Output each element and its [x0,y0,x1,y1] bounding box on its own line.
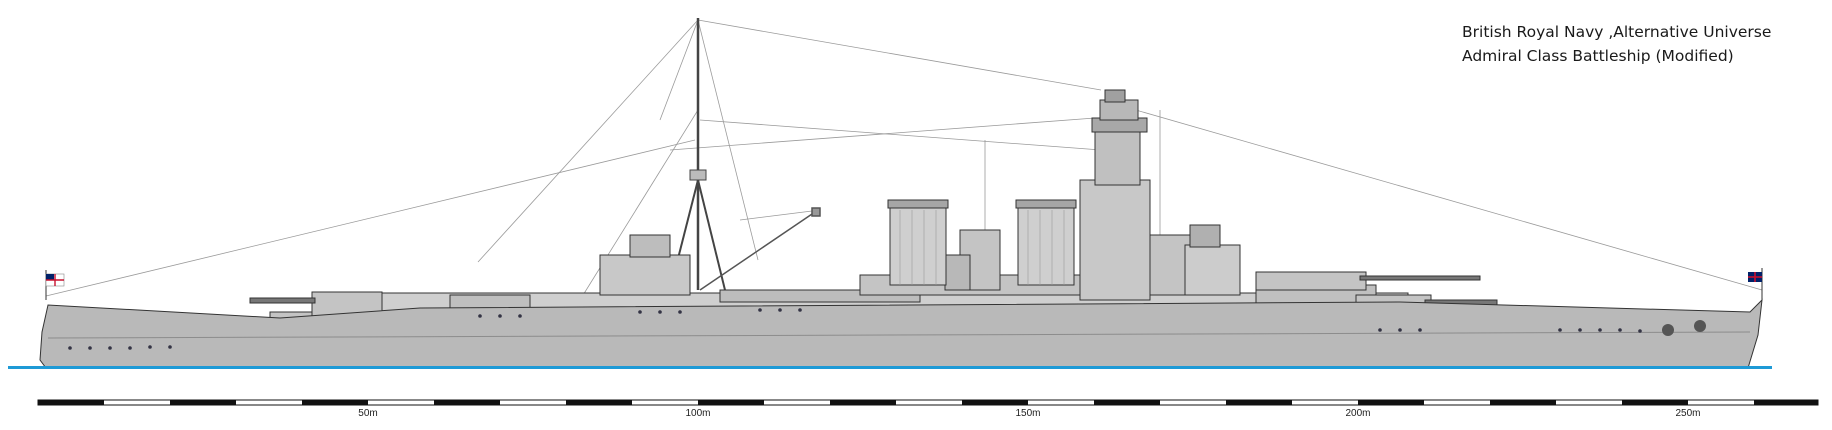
rigging [45,19,1763,301]
boat-derrick [699,207,821,291]
anchors [1662,320,1706,336]
scale-bar [37,399,1819,406]
title-block: British Royal Navy ,Alternative Universe… [1462,20,1771,68]
scale-label-200m: 200m [1345,408,1371,419]
main-mast [669,18,726,291]
hull [39,298,1763,369]
scale-label-150m: 150m [1015,408,1041,419]
scale-label-250m: 250m [1675,408,1701,419]
portholes [68,308,1642,350]
waterline [8,366,1772,369]
hull-belt-line [47,331,1751,339]
scale-label-50m: 50m [358,408,378,419]
stern-ensign-flag [45,270,65,300]
title-line-1: British Royal Navy ,Alternative Universe [1462,23,1772,41]
scale-label-100m: 100m [685,408,711,419]
funnels [887,199,1077,286]
title-line-2: Admiral Class Battleship (Modified) [1462,47,1734,65]
bow-jack-flag [1748,268,1763,300]
